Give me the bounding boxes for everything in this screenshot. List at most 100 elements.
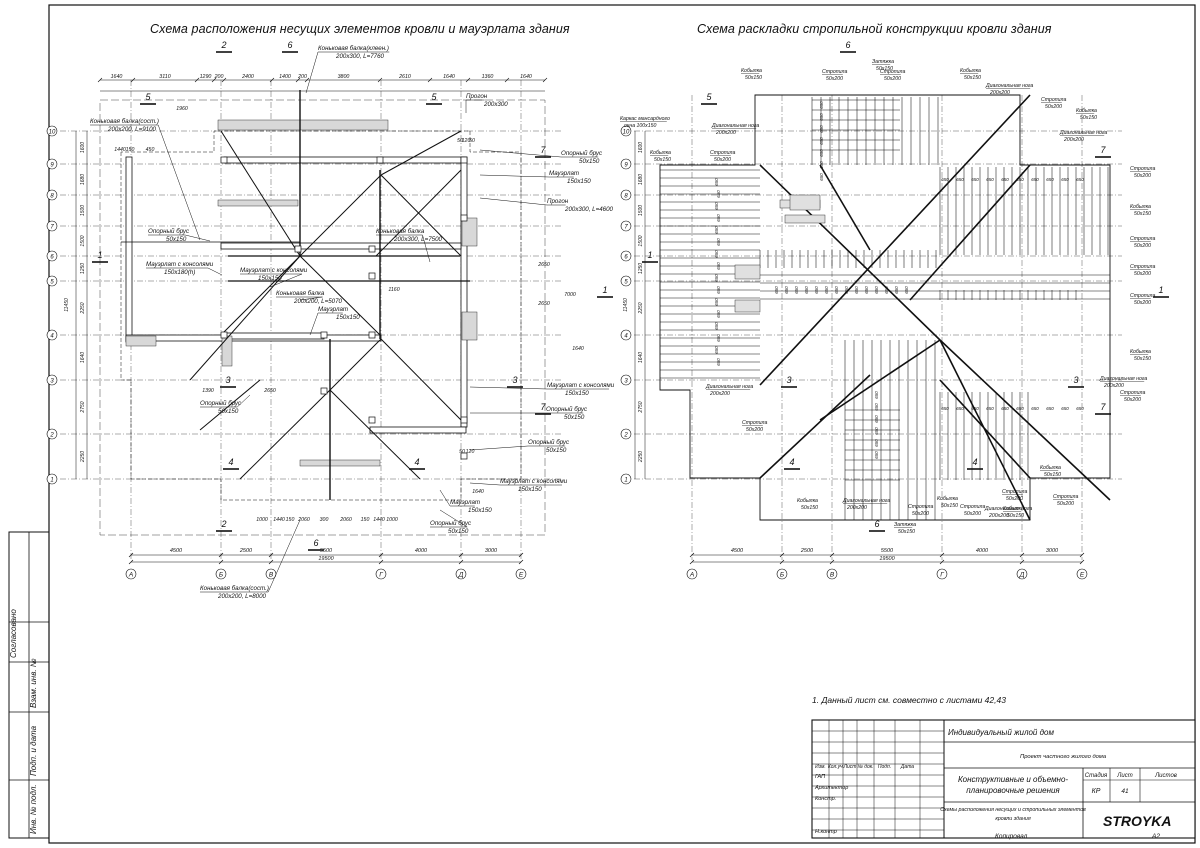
axis-number: 1 <box>624 477 627 483</box>
spacing-label: 650 <box>819 161 824 169</box>
rafter-size: 50x200 <box>746 427 763 433</box>
dimension-tick <box>689 559 695 565</box>
roof-post <box>294 245 302 253</box>
spacing-label: 650 <box>1076 177 1084 182</box>
rafter-label: Стропила <box>960 504 985 510</box>
sheet-note: 1. Данный лист см. совместно с листами 4… <box>812 695 1006 705</box>
member-size: 200x300, L=7500 <box>393 236 443 243</box>
spacing-label: 650 <box>774 286 779 294</box>
svg-text:Взам. инв. №: Взам. инв. № <box>29 658 38 708</box>
dimension-text: 150 <box>361 517 370 523</box>
axis-bubble <box>46 428 58 440</box>
section-mark: 6 <box>874 519 879 529</box>
spacing-label: 650 <box>794 286 799 294</box>
spacing-label: 650 <box>716 358 721 366</box>
spacing-label: 650 <box>819 113 824 121</box>
diagonal-rafter <box>819 164 871 251</box>
stamp-header: № док. <box>857 764 873 770</box>
roof-post <box>220 331 228 339</box>
leader-line <box>269 273 303 288</box>
dimension-text: 1600 <box>638 142 644 153</box>
roof-hip-line <box>375 169 462 257</box>
stage-value: КР <box>1092 788 1101 795</box>
rafter-label: Диагональная нога <box>705 384 753 390</box>
axis-number: 7 <box>50 224 54 230</box>
rafter-label: Диагональная нога <box>711 123 759 129</box>
spacing-label: 650 <box>714 274 719 282</box>
member-label: Опорный брус <box>148 228 190 235</box>
rafter-size: 50x150 <box>1134 356 1151 362</box>
dimension-tick <box>939 559 945 565</box>
hatched-mauerlat <box>221 335 233 367</box>
dimension-tick <box>130 77 136 83</box>
dimension-tick <box>218 552 224 558</box>
dimension-text: 2650 <box>537 301 550 307</box>
spacing-label: 650 <box>714 226 719 234</box>
spacing-label: 650 <box>824 286 829 294</box>
spacing-label: 650 <box>716 262 721 270</box>
spacing-label: 650 <box>784 286 789 294</box>
dimension-text: 1960 <box>176 106 188 112</box>
rafter-label: Диагональная нога <box>1099 376 1147 382</box>
dimension-tick <box>269 77 275 83</box>
axis-bubble <box>46 275 58 287</box>
dimension-text: 1640 <box>472 489 484 495</box>
dimension-text: 50 <box>459 449 465 455</box>
dimension-tick <box>458 552 464 558</box>
spacing-label: 650 <box>864 286 869 294</box>
axis-number: 1 <box>50 477 53 483</box>
dimension-text: 5500 <box>320 548 333 554</box>
member-size: 50x150 <box>166 236 187 243</box>
rafter-label: Диагональная нога <box>842 498 890 504</box>
dimension-text: 1400 <box>279 74 291 80</box>
rafter-size: 50x150 <box>654 157 671 163</box>
roof-hip-line <box>220 130 301 257</box>
spacing-label: 650 <box>1001 406 1009 411</box>
section-mark: 6 <box>313 538 318 548</box>
axis-bubble <box>620 220 632 232</box>
leader-line <box>299 296 323 301</box>
dimension-text: 11450 <box>64 298 70 312</box>
spacing-label: 650 <box>714 346 719 354</box>
roof-hip-line <box>299 255 381 336</box>
svg-text:Инв. № подл.: Инв. № подл. <box>29 784 38 834</box>
member-label: Коньковая балка(сост.) <box>200 585 269 592</box>
axis-bubble <box>620 329 632 341</box>
rafter-size: 50x200 <box>912 511 929 517</box>
spacing-label: 650 <box>941 177 949 182</box>
dimension-total: 19500 <box>879 556 895 562</box>
stamp-header: Изм. <box>815 764 826 770</box>
dimension-text: 150 <box>126 147 135 153</box>
axis-number: 4 <box>50 333 54 339</box>
rafter-size: 50x150 <box>1007 513 1024 519</box>
leader-line <box>305 51 319 94</box>
rafter-label: Стропила <box>1130 264 1155 270</box>
axis-bubble <box>515 568 527 580</box>
sheet-title: Схемы расположения несущих и стропильных… <box>940 807 1086 813</box>
dimension-tick <box>518 559 524 565</box>
wall-segment <box>223 156 465 164</box>
dimension-text: 2650 <box>537 262 550 268</box>
axis-bubble <box>1016 568 1028 580</box>
dimension-text: 2750 <box>638 401 644 413</box>
diagonal-rafter <box>909 164 1031 301</box>
rafter-size: 50x150 <box>964 75 981 81</box>
spacing-label: 650 <box>874 286 879 294</box>
rafter-label: Кобылка <box>1130 349 1151 355</box>
rafter-size: 200x200 <box>989 90 1010 96</box>
dimension-text: 50 <box>469 138 475 144</box>
member-size: 50x150 <box>546 447 567 454</box>
axis-number: 6 <box>50 254 54 260</box>
dimension-text: 7000 <box>564 292 576 298</box>
roof-hip-line <box>299 174 382 257</box>
roof-hip-line <box>189 255 301 381</box>
rafter-size: 50x200 <box>1134 243 1151 249</box>
dimension-tick <box>542 77 548 83</box>
copied-label: Копировал <box>995 833 1028 840</box>
dimension-text: 1640 <box>111 74 123 80</box>
stamp-header: Дата <box>900 764 914 770</box>
member-label: Мауэрлат <box>450 499 480 506</box>
dimension-text: 1440 <box>114 147 126 153</box>
